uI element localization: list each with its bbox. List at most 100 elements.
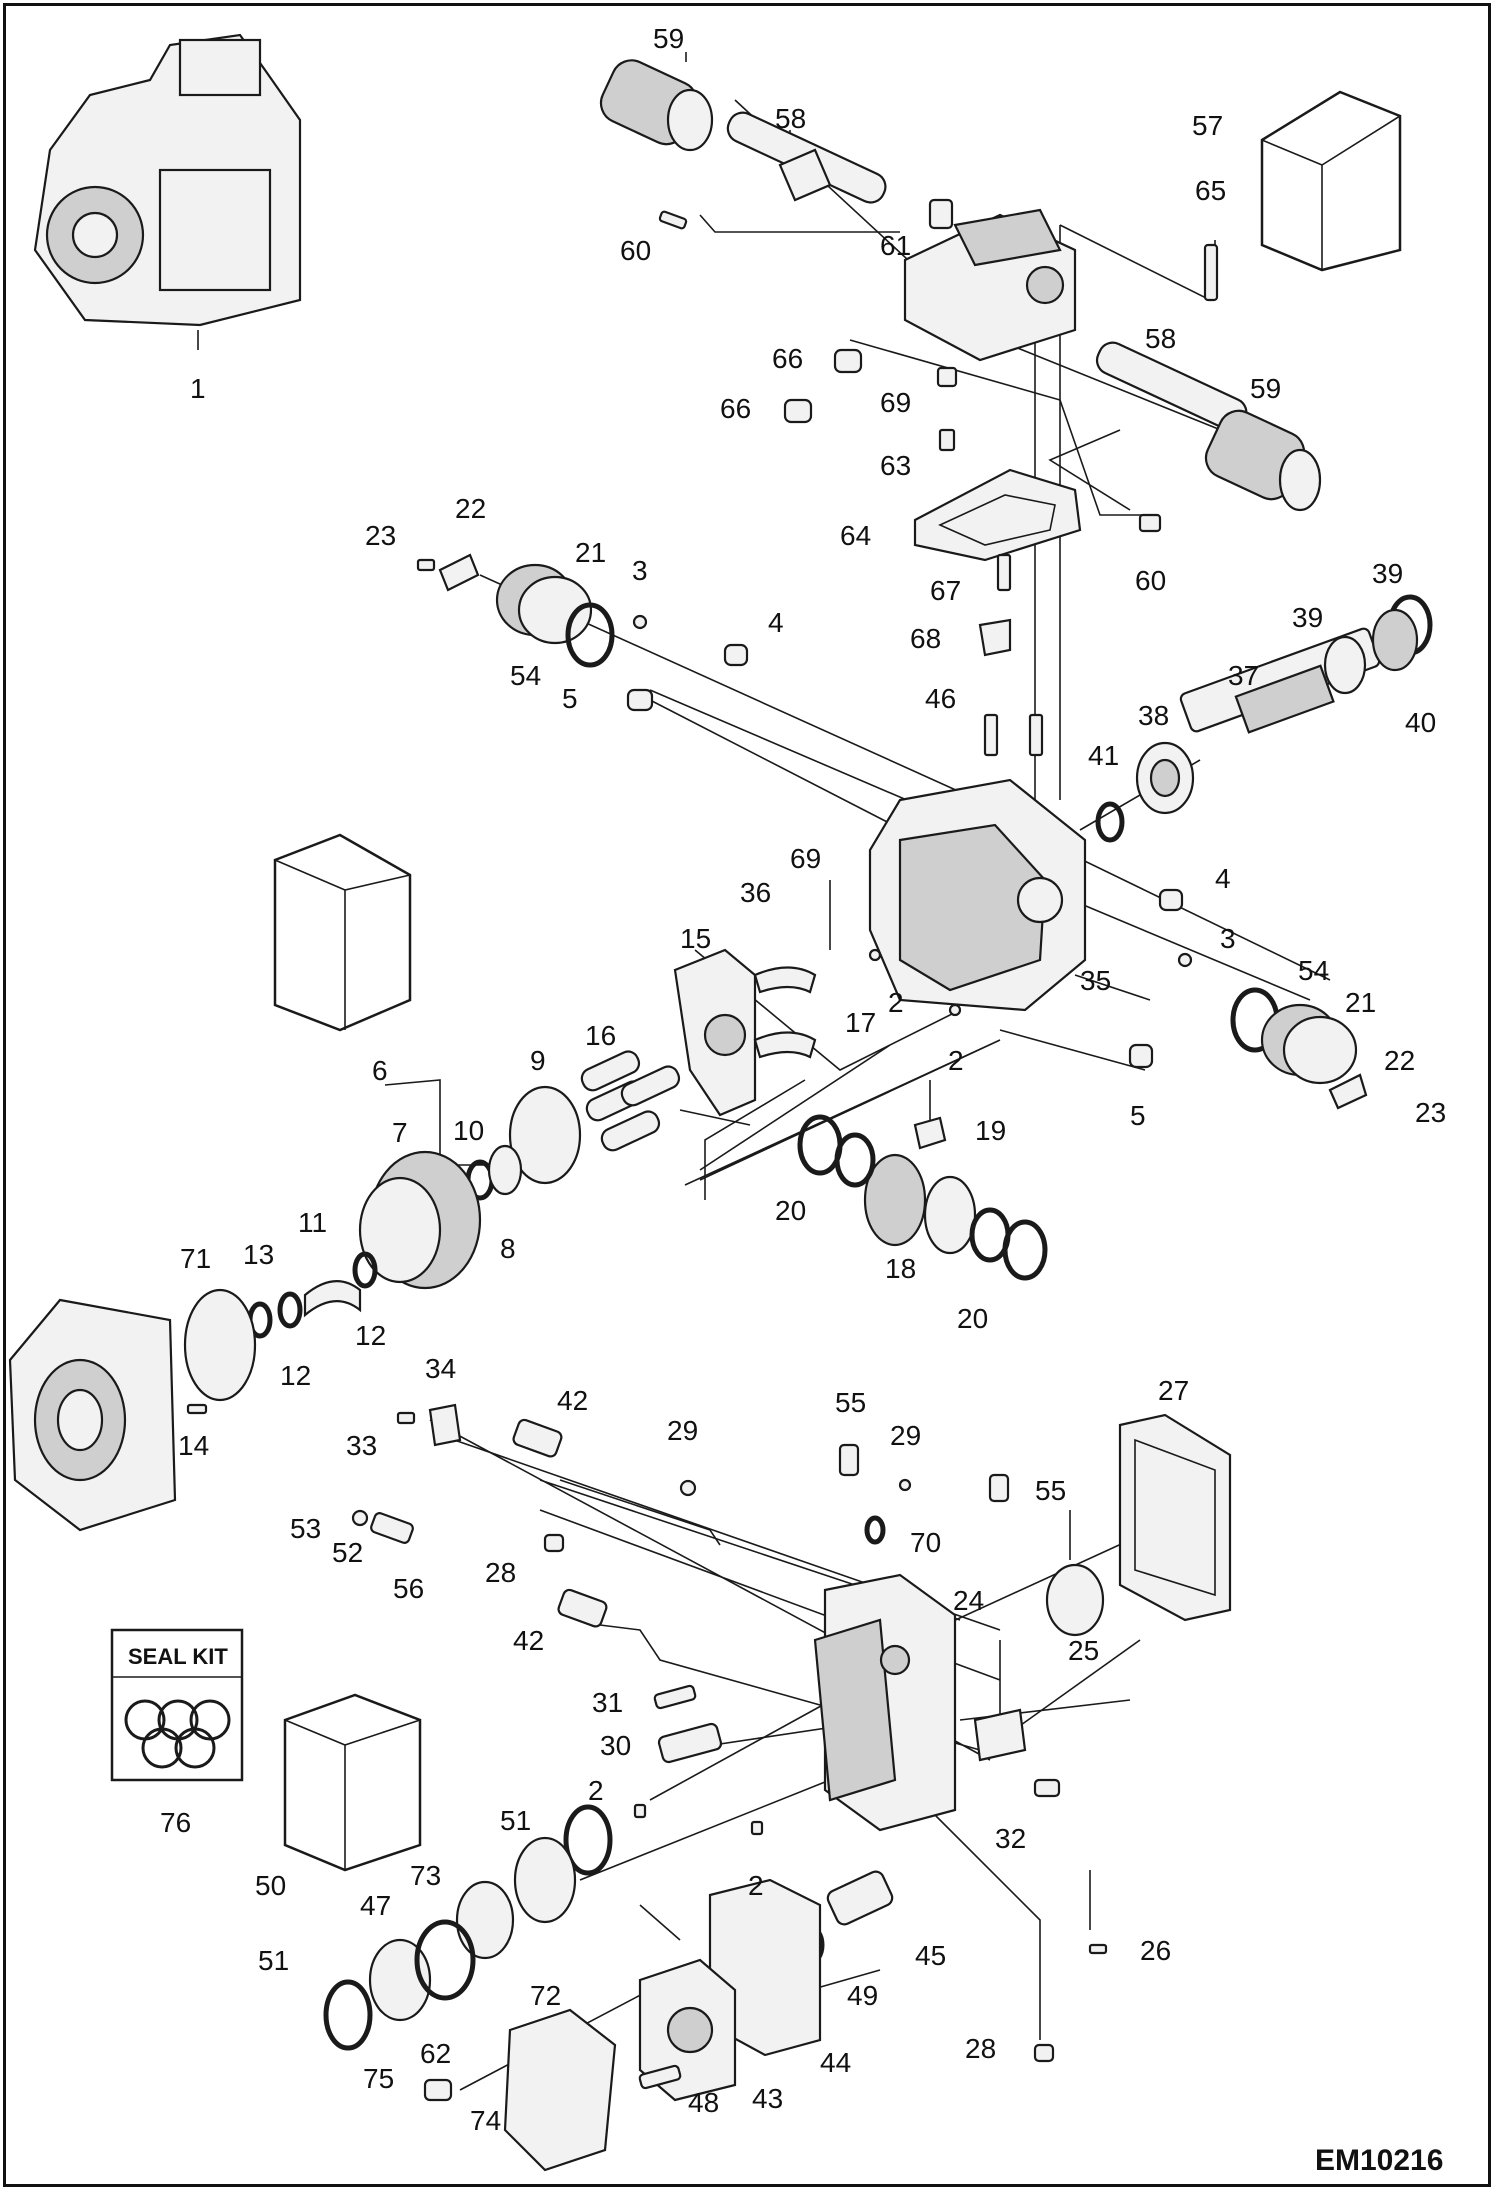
callout-label: 42 xyxy=(513,1625,544,1656)
callout-label: 51 xyxy=(500,1805,531,1836)
callout-label: 58 xyxy=(1145,323,1176,354)
diagram-code: EM10216 xyxy=(1315,2144,1443,2177)
callout-label: 56 xyxy=(393,1573,424,1604)
solenoid-coil-top xyxy=(599,59,714,152)
valve-stem-top xyxy=(726,111,887,204)
callout-label: 68 xyxy=(910,623,941,654)
callout-label: 23 xyxy=(1415,1097,1446,1128)
callout-label: 17 xyxy=(845,1007,876,1038)
parts xyxy=(8,33,1433,2172)
callout-label: 36 xyxy=(740,877,771,908)
callout-label: 12 xyxy=(280,1360,311,1391)
callout-label: 69 xyxy=(790,843,821,874)
callout-label: 70 xyxy=(910,1527,941,1558)
callout-label: 13 xyxy=(243,1239,274,1270)
callout-label: 31 xyxy=(592,1687,623,1718)
callout-label: 28 xyxy=(485,1557,516,1588)
callout-label: 20 xyxy=(957,1303,988,1334)
callout-label: 2 xyxy=(588,1775,604,1806)
callout-label: 67 xyxy=(930,575,961,606)
callout-label: 20 xyxy=(775,1195,806,1226)
callout-label: 64 xyxy=(840,520,871,551)
callout-label: 66 xyxy=(772,343,803,374)
callout-label: 38 xyxy=(1138,700,1169,731)
callout-label: 10 xyxy=(453,1115,484,1146)
callout-label: 60 xyxy=(620,235,651,266)
callout-label: 12 xyxy=(355,1320,386,1351)
callout-label: 65 xyxy=(1195,175,1226,206)
callout-label: 76 xyxy=(160,1807,191,1838)
callout-label: 24 xyxy=(953,1585,984,1616)
callout-label: 58 xyxy=(775,103,806,134)
valve-stem-right xyxy=(1095,341,1322,512)
seal-kit-card xyxy=(110,1628,244,1782)
callout-label: 55 xyxy=(835,1387,866,1418)
callout-label: 59 xyxy=(1250,373,1281,404)
callout-label: 22 xyxy=(1384,1045,1415,1076)
callout-label: 25 xyxy=(1068,1635,1099,1666)
callout-label: 33 xyxy=(346,1430,377,1461)
callout-label: 29 xyxy=(667,1415,698,1446)
callout-label: 39 xyxy=(1372,558,1403,589)
callout-label: 46 xyxy=(925,683,956,714)
complete-pump-assembly xyxy=(33,33,302,327)
callout-label: 75 xyxy=(363,2063,394,2094)
callout-label: 44 xyxy=(820,2047,851,2078)
callout-label: 6 xyxy=(372,1055,388,1086)
control-cartridge-left xyxy=(495,563,593,645)
callout-label: 3 xyxy=(632,555,648,586)
callout-label: 48 xyxy=(688,2087,719,2118)
callout-label: 62 xyxy=(420,2038,451,2069)
seal-kit-label: SEAL KIT xyxy=(128,1644,228,1669)
callout-label: 16 xyxy=(585,1020,616,1051)
callout-label: 2 xyxy=(888,987,904,1018)
piston-set xyxy=(580,1050,681,1152)
callout-label: 5 xyxy=(562,683,578,714)
callout-labels: 1 59 58 57 65 60 61 66 66 69 63 58 59 64… xyxy=(160,23,1446,2136)
callout-label: 11 xyxy=(298,1207,327,1238)
callout-label: 71 xyxy=(180,1243,211,1274)
servo-piston xyxy=(863,1153,977,1255)
callout-label: 1 xyxy=(190,373,206,404)
callout-label: 22 xyxy=(455,493,486,524)
end-cover xyxy=(813,1573,957,1832)
callout-label: 2 xyxy=(748,1870,764,1901)
callout-label: 21 xyxy=(575,537,606,568)
callout-label: 40 xyxy=(1405,707,1436,738)
callout-label: 47 xyxy=(360,1890,391,1921)
callout-label: 26 xyxy=(1140,1935,1171,1966)
callout-label: 52 xyxy=(332,1537,363,1568)
callout-label: 9 xyxy=(530,1045,546,1076)
callout-label: 4 xyxy=(768,607,784,638)
callout-label: 35 xyxy=(1080,965,1111,996)
callout-label: 8 xyxy=(500,1233,516,1264)
callout-label: 57 xyxy=(1192,110,1223,141)
pump-housing xyxy=(868,778,1087,1012)
callout-label: 74 xyxy=(470,2105,501,2136)
callout-label: 19 xyxy=(975,1115,1006,1146)
callout-label: 50 xyxy=(255,1870,286,1901)
callout-label: 34 xyxy=(425,1353,456,1384)
callout-label: 53 xyxy=(290,1513,321,1544)
callout-label: 15 xyxy=(680,923,711,954)
callout-label: 32 xyxy=(995,1823,1026,1854)
callout-label: 60 xyxy=(1135,565,1166,596)
callout-label: 61 xyxy=(880,230,911,261)
callout-label: 59 xyxy=(653,23,684,54)
callout-label: 49 xyxy=(847,1980,878,2011)
callout-label: 54 xyxy=(510,660,541,691)
callout-label: 37 xyxy=(1228,660,1259,691)
callout-label: 3 xyxy=(1220,923,1236,954)
control-valve-block xyxy=(903,208,1077,362)
callout-label: 43 xyxy=(752,2083,783,2114)
callout-label: 55 xyxy=(1035,1475,1066,1506)
callout-label: 2 xyxy=(948,1045,964,1076)
cylinder-block xyxy=(358,1150,482,1290)
callout-label: 39 xyxy=(1292,602,1323,633)
callout-label: 66 xyxy=(720,393,751,424)
callout-label: 21 xyxy=(1345,987,1376,1018)
callout-label: 63 xyxy=(880,450,911,481)
callout-label: 28 xyxy=(965,2033,996,2064)
callout-label: 23 xyxy=(365,520,396,551)
